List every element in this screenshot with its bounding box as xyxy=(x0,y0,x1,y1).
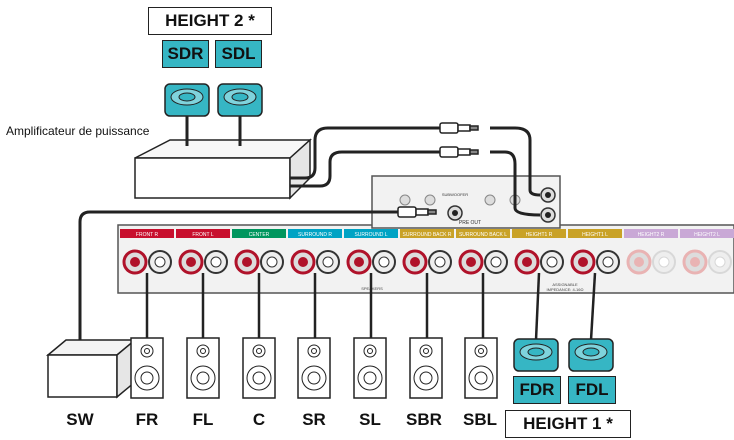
floor-speaker-fl xyxy=(186,337,220,399)
terminal-center: CENTER xyxy=(232,229,286,275)
rca-cables xyxy=(290,126,541,217)
label-fr: FR xyxy=(135,410,159,429)
subwoofer-cable xyxy=(78,210,398,340)
terminal-height1-l: HEIGHT1 L xyxy=(568,229,622,275)
speaker-wire xyxy=(589,272,597,341)
speaker-wire xyxy=(534,272,541,341)
floor-speaker-sbl xyxy=(464,337,498,399)
subwoofer-label: SUBWOOFER xyxy=(442,192,468,197)
terminal-label: SURROUND L xyxy=(354,232,387,238)
terminal-label: FRONT R xyxy=(136,232,159,238)
floor-speaker-c xyxy=(242,337,276,399)
label-sr: SR xyxy=(302,410,326,429)
terminal-label: SURROUND BACK L xyxy=(459,232,507,238)
speaker-sdr xyxy=(164,83,210,117)
terminal-label: CENTER xyxy=(249,232,270,238)
fdl-label: FDL xyxy=(568,376,616,404)
fdr-label: FDR xyxy=(513,376,561,404)
label-sbl: SBL xyxy=(463,410,497,429)
terminal-label: HEIGHT1 L xyxy=(582,232,608,238)
height2-label: HEIGHT 2 * xyxy=(148,7,272,35)
label-sbr: SBR xyxy=(406,410,442,429)
rca-plugs xyxy=(439,122,479,158)
terminal-surround-l: SURROUND L xyxy=(344,229,398,275)
assignable-label: ASSIGNABLE xyxy=(552,282,578,287)
sdl-label: SDL xyxy=(215,40,262,68)
sdr-label: SDR xyxy=(162,40,209,68)
amplifier-label: Amplificateur de puissance xyxy=(6,124,150,138)
terminal-surround-back-r: SURROUND BACK R xyxy=(400,229,454,275)
power-amplifier xyxy=(134,138,312,200)
terminal-surround-back-l: SURROUND BACK L xyxy=(456,229,510,275)
preout-jacks xyxy=(399,187,556,223)
terminal-label: HEIGHT1 R xyxy=(526,232,553,238)
label-fl: FL xyxy=(192,410,214,429)
subwoofer-plug xyxy=(397,206,437,218)
terminal-front-l: FRONT L xyxy=(176,229,230,275)
subwoofer-box xyxy=(45,338,138,399)
terminal-label: SURROUND R xyxy=(298,232,332,238)
terminal-label: HEIGHT2 R xyxy=(638,232,665,238)
floor-speaker-fr xyxy=(130,337,164,399)
terminal-front-r: FRONT R xyxy=(120,229,174,275)
floor-speaker-sbr xyxy=(409,337,443,399)
terminal-surround-r: SURROUND R xyxy=(288,229,342,275)
terminal-label: SURROUND BACK R xyxy=(403,232,452,238)
speaker-sdl xyxy=(217,83,263,117)
impedance-label: IMPEDANCE: 4-16Ω xyxy=(547,287,584,292)
speaker-fdr xyxy=(513,338,559,372)
height1-label: HEIGHT 1 * xyxy=(505,410,631,438)
preout-label: PRE OUT xyxy=(459,220,481,226)
terminal-height2-r: HEIGHT2 R xyxy=(624,229,678,275)
speaker-fdl xyxy=(568,338,614,372)
label-sl: SL xyxy=(359,410,381,429)
label-sw: SW xyxy=(66,410,94,429)
floor-speaker-sr xyxy=(297,337,331,399)
floor-speaker-sl xyxy=(353,337,387,399)
terminal-height1-r: HEIGHT1 R xyxy=(512,229,566,275)
terminal-label: HEIGHT2 L xyxy=(694,232,720,238)
terminal-label: FRONT L xyxy=(192,232,214,238)
terminal-height2-l: HEIGHT2 L xyxy=(680,229,734,275)
label-c: C xyxy=(252,410,266,429)
